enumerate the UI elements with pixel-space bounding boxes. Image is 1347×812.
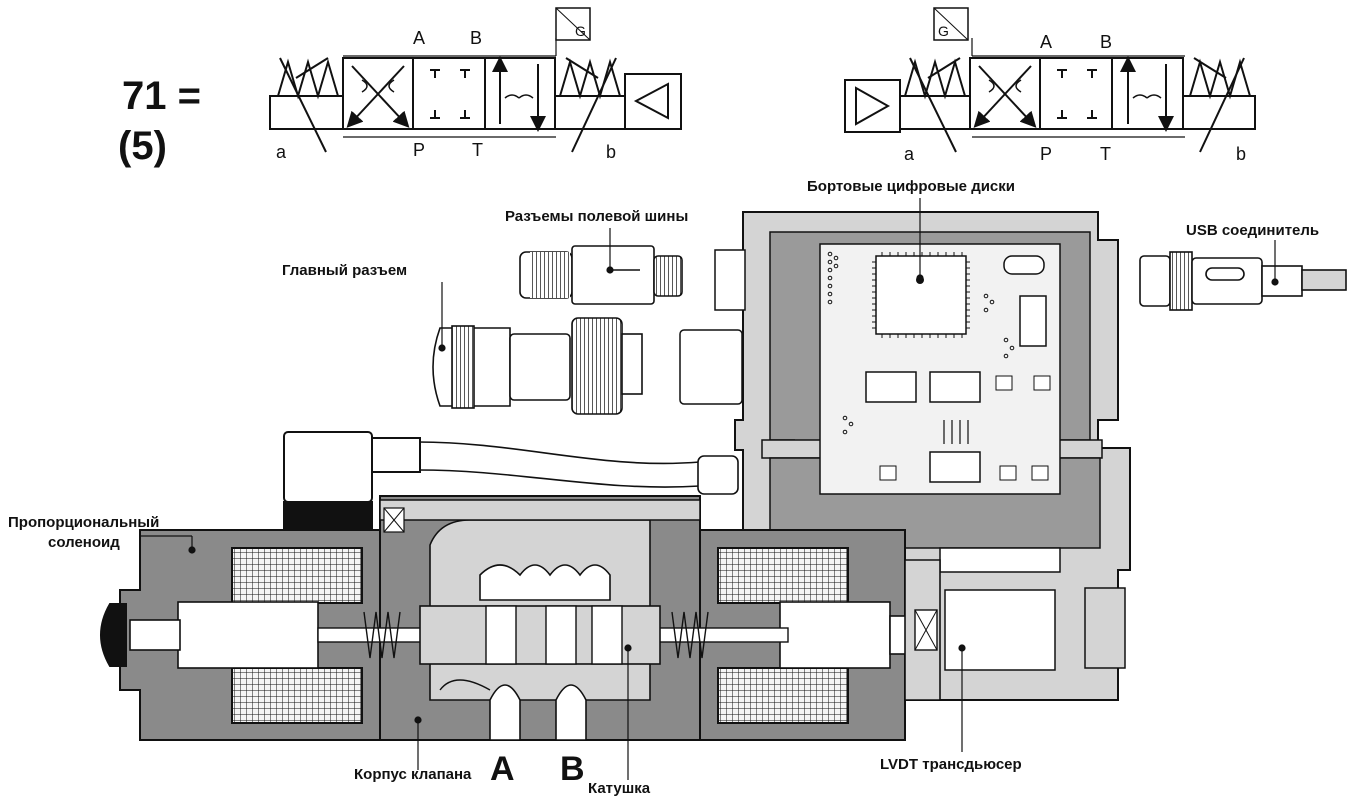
symbol-left-sol-a: a xyxy=(276,142,287,162)
model-code-line2: (5) xyxy=(118,124,167,168)
cable xyxy=(417,441,739,495)
hydraulic-symbol-left xyxy=(269,7,682,153)
symbol-left-sol-b: b xyxy=(606,142,616,162)
symbol-left-port-a: A xyxy=(413,28,425,48)
pcb-dots xyxy=(827,251,1015,435)
label-lvdt: LVDT трансдьюсер xyxy=(880,756,1022,773)
label-proportional-solenoid-line1: Пропорциональный xyxy=(8,514,160,531)
symbol-right-port-t: T xyxy=(1100,144,1111,164)
symbol-left-port-p: P xyxy=(413,140,425,160)
label-proportional-solenoid-line2: соленоид xyxy=(48,534,120,551)
label-main-connector: Главный разъем xyxy=(282,262,408,279)
label-onboard-discs: Бортовые цифровые диски xyxy=(807,178,1016,195)
hydraulic-symbol-right xyxy=(844,7,1256,153)
symbol-right-port-p: P xyxy=(1040,144,1052,164)
symbol-right-badge: G xyxy=(938,23,949,39)
usb-connector xyxy=(1139,251,1347,311)
symbol-left-port-b: B xyxy=(470,28,482,48)
model-code-line1: 71 = xyxy=(122,74,201,118)
symbol-right-port-b: B xyxy=(1100,32,1112,52)
symbol-right-port-a: A xyxy=(1040,32,1052,52)
valve-body xyxy=(100,495,941,741)
label-port-a: A xyxy=(490,750,515,788)
label-valve-body: Корпус клапана xyxy=(354,766,472,783)
label-spool: Катушка xyxy=(588,780,651,797)
symbol-right-sol-a: a xyxy=(904,144,915,164)
symbol-right-sol-b: b xyxy=(1236,144,1246,164)
leader-lines xyxy=(140,198,1279,780)
main-connector xyxy=(432,317,643,415)
symbol-left-badge: G xyxy=(575,23,586,39)
fieldbus-connector xyxy=(519,245,683,305)
label-usb-connector: USB соединитель xyxy=(1186,222,1320,239)
label-port-b: B xyxy=(560,750,585,788)
electronics-housing xyxy=(679,211,1131,701)
label-fieldbus-connectors: Разъемы полевой шины xyxy=(505,208,689,225)
symbol-left-port-t: T xyxy=(472,140,483,160)
